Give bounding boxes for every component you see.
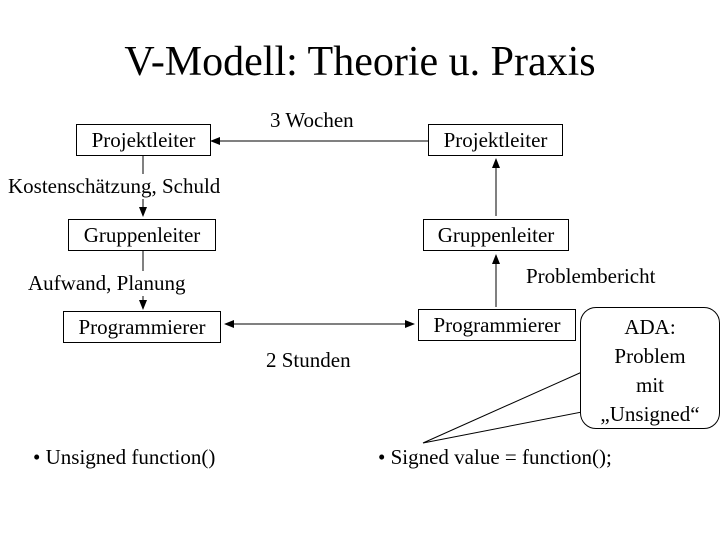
callout-bubble bbox=[580, 307, 720, 429]
label-problembericht: Problembericht bbox=[526, 264, 656, 288]
bullet-unsigned-function: • Unsigned function() bbox=[33, 445, 216, 469]
box-gruppenleiter-right: Gruppenleiter bbox=[423, 219, 569, 251]
box-programmierer-left: Programmierer bbox=[63, 311, 221, 343]
label-aufwand-planung: Aufwand, Planung bbox=[28, 271, 186, 296]
box-programmierer-right: Programmierer bbox=[418, 309, 576, 341]
label-3-wochen: 3 Wochen bbox=[270, 108, 354, 132]
bullet-signed-value: • Signed value = function(); bbox=[378, 445, 612, 469]
callout-line-1: ADA: bbox=[624, 315, 676, 339]
callout-line-3: mit bbox=[635, 373, 664, 397]
label-2-stunden: 2 Stunden bbox=[266, 348, 351, 372]
box-projektleiter-right: Projektleiter bbox=[428, 124, 563, 156]
callout-text: ADA: Problem mit „Unsigned“ bbox=[583, 313, 717, 429]
callout-line-4: „Unsigned“ bbox=[600, 402, 700, 426]
box-gruppenleiter-left: Gruppenleiter bbox=[68, 219, 216, 251]
callout-line-2: Problem bbox=[614, 344, 686, 368]
slide-title: V-Modell: Theorie u. Praxis bbox=[124, 39, 596, 85]
box-projektleiter-left: Projektleiter bbox=[76, 124, 211, 156]
label-kostenschaetzung: Kostenschätzung, Schuld bbox=[8, 174, 221, 199]
callout-pointer bbox=[422, 371, 583, 444]
